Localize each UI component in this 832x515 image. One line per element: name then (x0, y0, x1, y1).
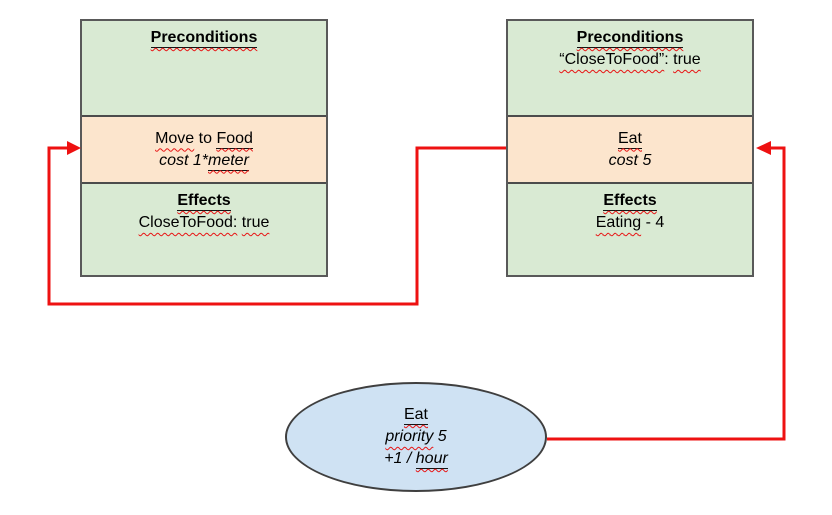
action-box-move-to-food: Preconditions Move to Food cost 1*meter … (80, 19, 328, 277)
goal-rate: +1 / hour (384, 448, 448, 470)
goal-ellipse-eat: Eat priority 5 +1 / hour (285, 382, 547, 492)
effects-header-text: Effects (177, 192, 231, 209)
effects-header: Effects (82, 190, 326, 212)
goal-rate-fragment: hour (415, 450, 448, 467)
effects-fragment: true (241, 214, 270, 231)
preconditions-header-text: Preconditions (150, 29, 258, 46)
action-box-eat: Preconditions “CloseToFood”: true Eat co… (506, 19, 754, 277)
title-fragment: Move (155, 129, 195, 147)
effects-fragment: Eating (595, 214, 642, 231)
cost-fragment: cost 1* (159, 151, 208, 169)
goal-title-text: Eat (403, 406, 428, 423)
precondition-fragment: : (664, 51, 674, 68)
effects-fragment: CloseToFood: (138, 214, 238, 231)
cost-fragment: cost 5 (608, 151, 652, 169)
goal-priority-fragment: 5 (433, 428, 447, 445)
effects-fragment: - 4 (641, 214, 665, 231)
preconditions-header-text: Preconditions (576, 29, 684, 46)
goal-rate-fragment: +1 / (384, 450, 416, 467)
effects-entry: CloseToFood: true (82, 212, 326, 234)
eat-effects-section: Effects Eating - 4 (508, 184, 752, 275)
goal-priority-fragment: priority (385, 428, 434, 445)
preconditions-header: Preconditions (82, 27, 326, 49)
preconditions-entry: “CloseToFood”: true (508, 49, 752, 71)
precondition-fragment: “CloseToFood” (559, 51, 665, 68)
cost-fragment: meter (208, 151, 249, 169)
title-fragment: Food (216, 129, 253, 147)
effects-header: Effects (508, 190, 752, 212)
title-fragment: to (194, 129, 217, 147)
goal-priority: priority 5 (385, 426, 446, 448)
action-cost: cost 5 (508, 150, 752, 172)
action-title: Move to Food (82, 128, 326, 150)
edge-eat-to-move-to-food-arrowhead-icon (67, 141, 81, 155)
precondition-fragment: true (673, 51, 701, 68)
edge-goal-to-eat-arrowhead-icon (756, 141, 771, 155)
action-title: Eat (508, 128, 752, 150)
effects-header-text: Effects (603, 192, 657, 209)
action-cost: cost 1*meter (82, 150, 326, 172)
preconditions-header: Preconditions (508, 27, 752, 49)
goal-title: Eat (403, 404, 428, 426)
move-to-food-action-section: Move to Food cost 1*meter (82, 115, 326, 184)
eat-action-section: Eat cost 5 (508, 115, 752, 184)
move-to-food-preconditions-section: Preconditions (82, 21, 326, 115)
title-fragment: Eat (617, 129, 642, 147)
eat-preconditions-section: Preconditions “CloseToFood”: true (508, 21, 752, 115)
move-to-food-effects-section: Effects CloseToFood: true (82, 184, 326, 275)
effects-entry: Eating - 4 (508, 212, 752, 234)
